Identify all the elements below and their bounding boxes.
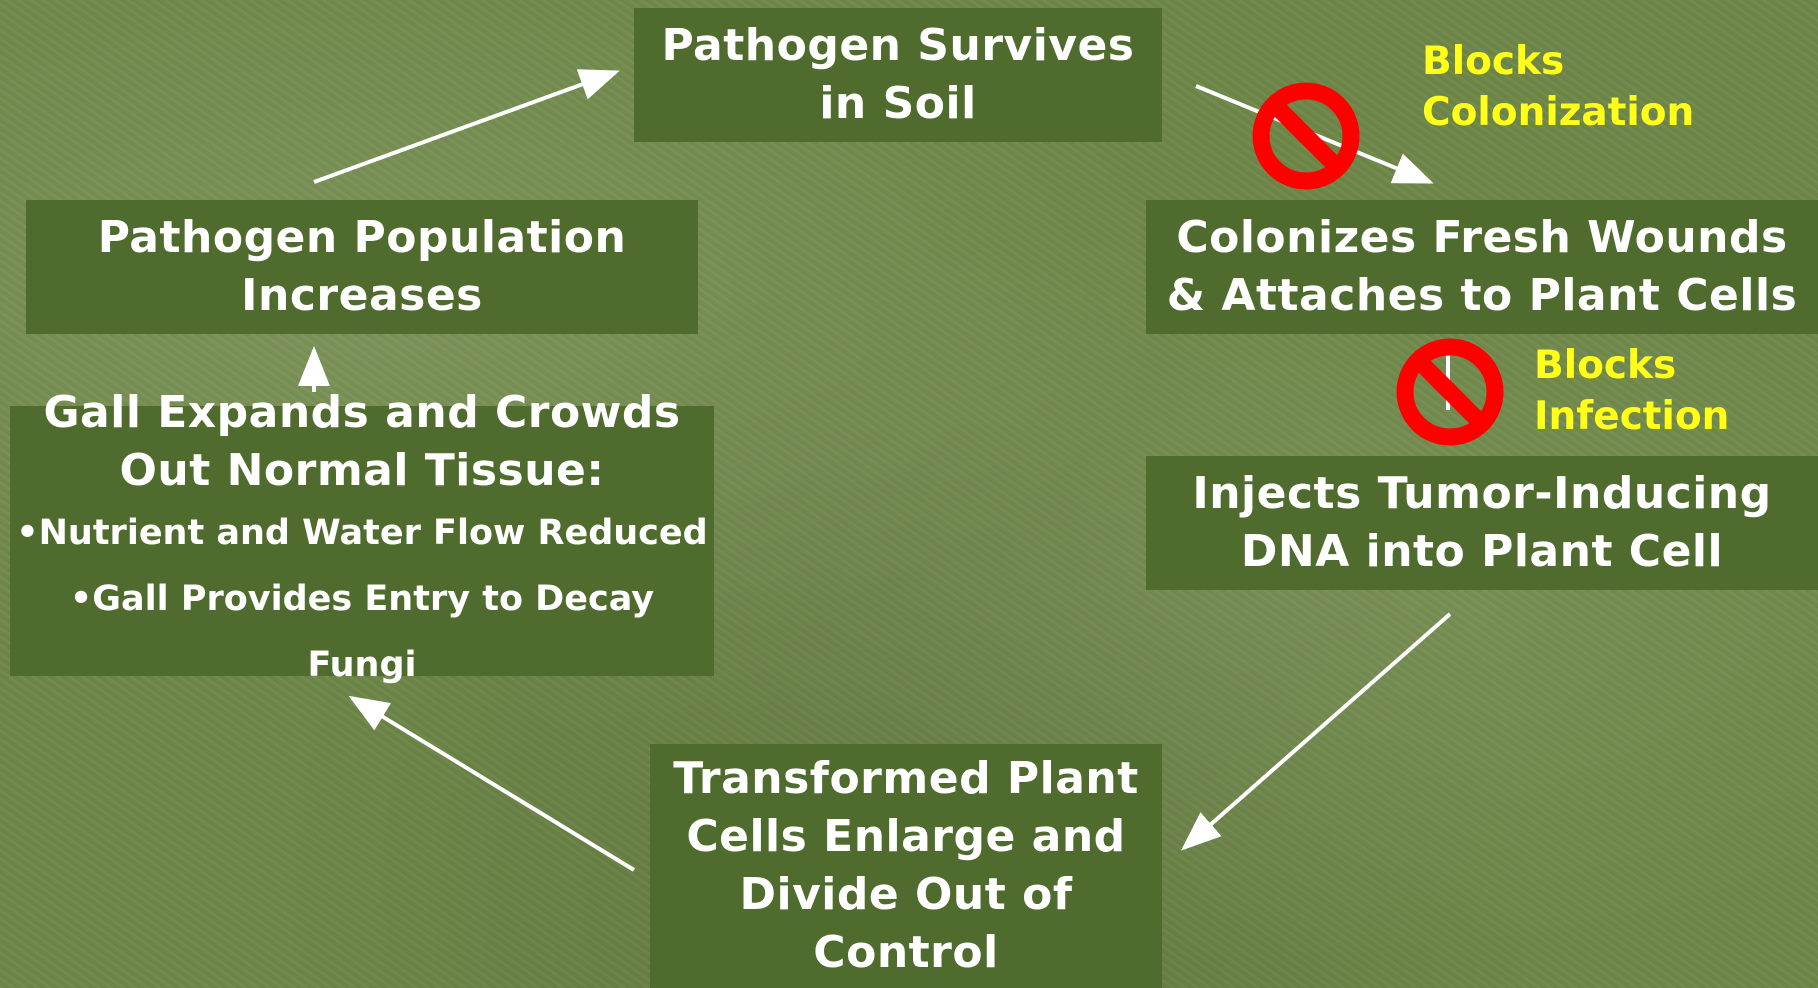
blocks-infection-label: Blocks Infection xyxy=(1534,340,1729,442)
label-line: Colonization xyxy=(1422,90,1695,135)
box-text: Transformed Plant xyxy=(673,753,1139,804)
box-text: Injects Tumor-Inducing xyxy=(1192,468,1772,519)
arrow-icon xyxy=(313,69,620,184)
box-colonizes-wounds: Colonizes Fresh Wounds & Attaches to Pla… xyxy=(1146,200,1818,334)
box-text: Out Normal Tissue: xyxy=(119,445,605,496)
no-entry-icon xyxy=(1252,82,1360,190)
box-text: Cells Enlarge and xyxy=(686,811,1126,862)
arrow-icon xyxy=(1180,612,1452,851)
bullet-text: •Nutrient and Water Flow Reduced xyxy=(16,513,708,553)
box-population-increases: Pathogen Population Increases xyxy=(26,200,698,334)
box-text: Colonizes Fresh Wounds xyxy=(1176,212,1788,263)
label-line: Infection xyxy=(1534,394,1730,439)
box-text: Divide Out of xyxy=(739,869,1073,920)
label-line: Blocks xyxy=(1422,39,1565,84)
box-text: in Soil xyxy=(819,78,977,129)
box-text: & Attaches to Plant Cells xyxy=(1166,270,1798,321)
box-text: Increases xyxy=(241,270,483,321)
box-gall-expands: Gall Expands and Crowds Out Normal Tissu… xyxy=(10,387,714,685)
box-transformed-cells: Transformed Plant Cells Enlarge and Divi… xyxy=(650,744,1162,988)
box-injects-dna: Injects Tumor-Inducing DNA into Plant Ce… xyxy=(1146,456,1818,590)
no-entry-icon xyxy=(1396,338,1504,446)
box-text: Pathogen Survives xyxy=(661,20,1135,71)
box-text: Pathogen Population xyxy=(97,212,627,263)
box-pathogen-survives: Pathogen Survives in Soil xyxy=(634,8,1162,142)
arrow-icon xyxy=(348,695,636,872)
bullet-text: •Gall Provides Entry to Decay Fungi xyxy=(69,579,655,685)
box-text: DNA into Plant Cell xyxy=(1240,526,1724,577)
blocks-colonization-label: Blocks Colonization xyxy=(1422,36,1694,138)
box-text: Control xyxy=(813,927,999,978)
label-line: Blocks xyxy=(1534,343,1677,388)
box-text: Gall Expands and Crowds xyxy=(43,387,681,438)
